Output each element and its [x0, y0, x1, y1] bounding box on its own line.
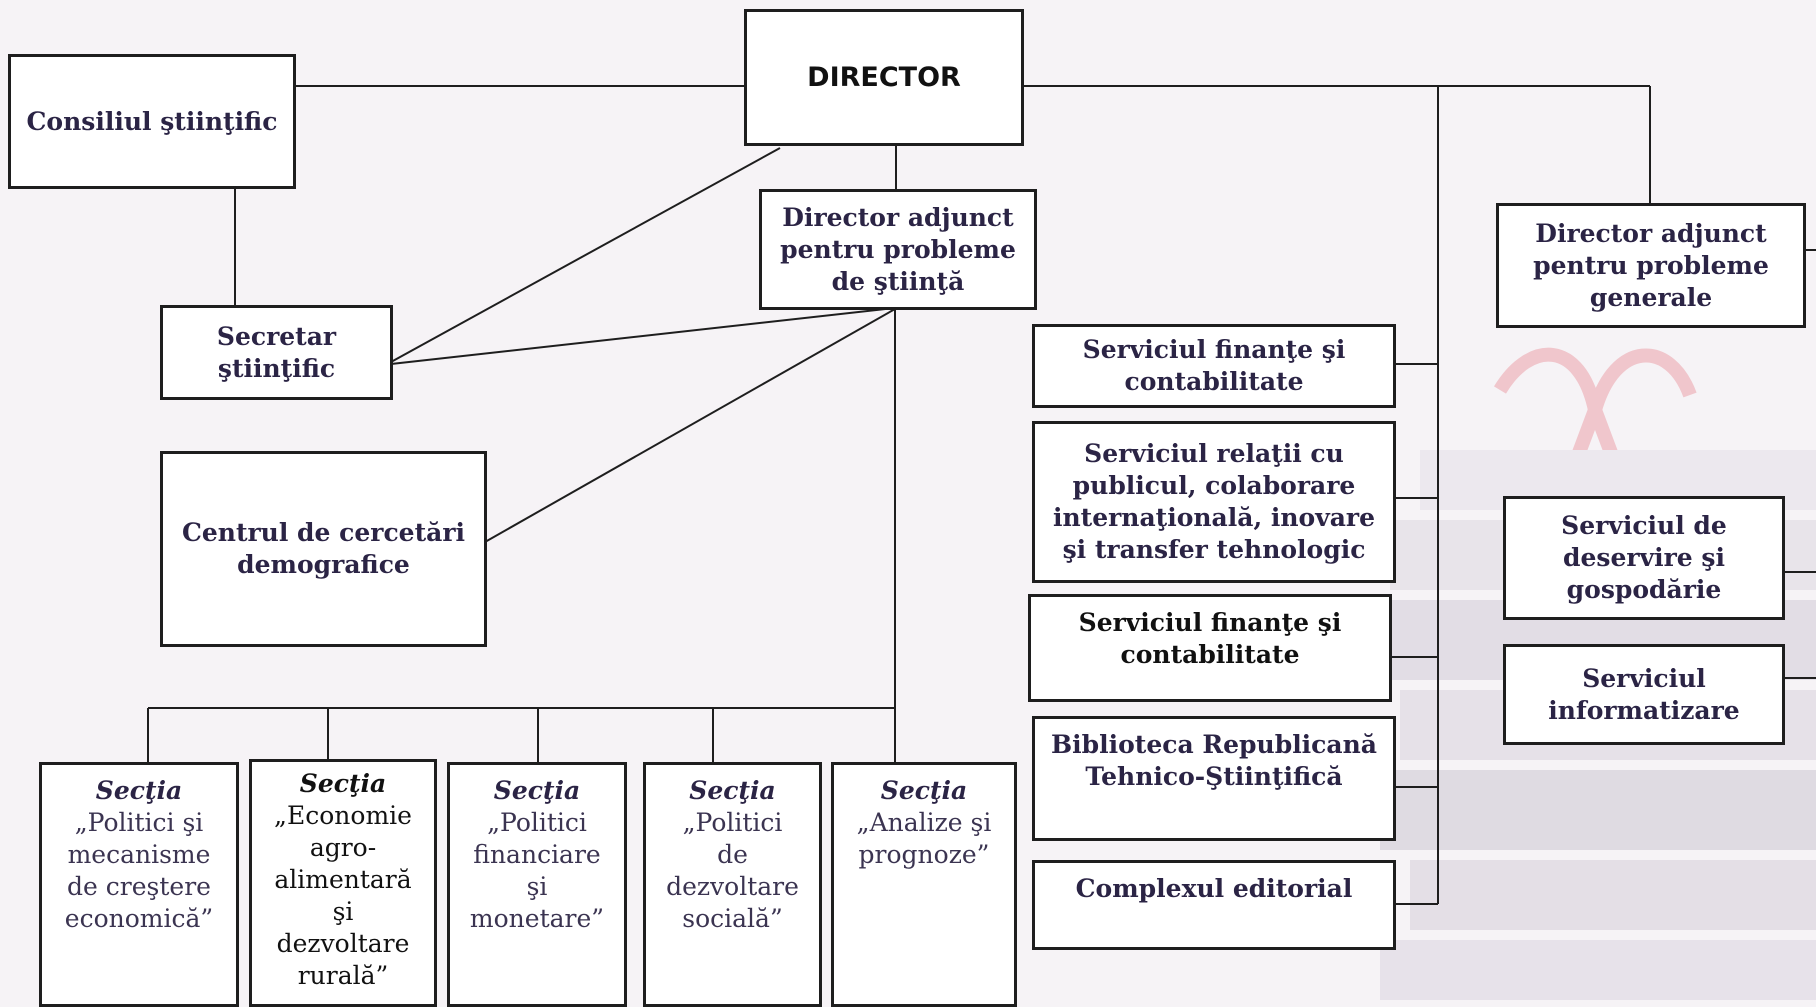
s3-line-1: Serviciul finanţe şi [1078, 608, 1342, 637]
serviciul-finante-box-1: Serviciul finanţe şi contabilitate [1032, 324, 1396, 408]
secretar-stiintific-box: Secretar ştiinţific [160, 305, 393, 400]
sectia-4-line-3: dezvoltare [666, 872, 799, 901]
sectia-box-3: Secţia „Politici financiare şi monetare” [447, 762, 627, 1007]
centrul-cercetari-box: Centrul de cercetări demografice [160, 451, 487, 647]
consiliul-stiintific-label: Consiliul ştiinţific [26, 106, 278, 136]
s2-line-1: Serviciul relaţii cu [1084, 439, 1344, 468]
director-adjunct-generale-box: Director adjunct pentru probleme general… [1496, 203, 1806, 328]
s1-line-2: contabilitate [1124, 367, 1304, 396]
sectia-4-title: Secţia [689, 776, 776, 805]
r1-line-1: Serviciul de [1561, 511, 1727, 540]
serviciul-informatizare-box: Serviciul informatizare [1503, 644, 1785, 745]
sectia-2-line-2: agro- [309, 833, 377, 862]
adj-stiinta-line-3: de ştiinţă [831, 266, 965, 296]
adj-stiinta-line-1: Director adjunct [782, 202, 1014, 232]
sectia-5-line-1: „Analize şi [856, 808, 992, 837]
sectia-4-line-4: socială” [682, 904, 783, 933]
r2-line-2: informatizare [1548, 695, 1740, 725]
secretar-line-1: Secretar [216, 321, 337, 351]
s5-label: Complexul editorial [1075, 874, 1353, 903]
r1-line-2: deservire şi [1563, 543, 1725, 572]
sectia-1-title: Secţia [95, 776, 183, 805]
s2-line-4: şi transfer tehnologic [1062, 535, 1366, 564]
sectia-2-line-1: „Economie [274, 801, 412, 830]
sectia-5-line-2: prognoze” [858, 840, 990, 869]
s3-line-2: contabilitate [1120, 640, 1300, 669]
sectia-2-line-6: rurală” [297, 961, 389, 990]
adj-generale-line-1: Director adjunct [1535, 218, 1767, 248]
centrul-line-2: demografice [237, 550, 410, 579]
serviciul-finante-box-2: Serviciul finanţe şi contabilitate [1028, 594, 1392, 702]
s1-line-1: Serviciul finanţe şi [1082, 335, 1346, 364]
sectia-2-line-3: alimentară [274, 865, 412, 894]
biblioteca-box: Biblioteca Republicană Tehnico-Ştiinţifi… [1032, 716, 1396, 841]
sectia-box-1: Secţia „Politici şi mecanisme de creşter… [39, 762, 239, 1007]
sectia-2-title: Secţia [299, 769, 387, 798]
centrul-line-1: Centrul de cercetări [181, 518, 465, 547]
sectia-4-line-1: „Politici [682, 808, 783, 837]
director-adjunct-stiinta-box: Director adjunct pentru probleme de ştii… [759, 189, 1037, 310]
complexul-editorial-box: Complexul editorial [1032, 860, 1396, 950]
adj-generale-line-2: pentru probleme [1533, 250, 1769, 280]
sectia-3-line-1: „Politici [487, 808, 587, 837]
sectia-5-title: Secţia [880, 776, 968, 805]
director-label: DIRECTOR [807, 62, 961, 93]
secretar-line-2: ştiinţific [217, 353, 336, 383]
sectia-box-4: Secţia „Politici de dezvoltare socială” [643, 762, 822, 1007]
sectia-1-line-1: „Politici şi [74, 808, 204, 837]
director-box: DIRECTOR [744, 9, 1024, 146]
sectia-3-line-2: financiare [473, 840, 601, 869]
sectia-box-2: Secţia „Economie agro- alimentară şi dez… [249, 759, 437, 1007]
adj-generale-line-3: generale [1589, 282, 1713, 312]
serviciul-deservire-box: Serviciul de deservire şi gospodărie [1503, 496, 1785, 620]
sectia-4-line-2: de [717, 840, 748, 869]
sectia-3-title: Secţia [493, 776, 581, 805]
serviciul-relatii-box: Serviciul relaţii cu publicul, colaborar… [1032, 421, 1396, 583]
s2-line-2: publicul, colaborare [1072, 471, 1356, 500]
s2-line-3: internaţională, inovare [1052, 503, 1376, 532]
sectia-box-5: Secţia „Analize şi prognoze” [831, 762, 1017, 1007]
sectia-1-line-4: economică” [64, 904, 214, 933]
sectia-3-line-3: şi [526, 872, 548, 901]
adj-stiinta-line-2: pentru probleme [780, 234, 1016, 264]
r2-line-1: Serviciul [1582, 663, 1706, 693]
r1-line-3: gospodărie [1566, 575, 1722, 604]
sectia-2-line-5: dezvoltare [276, 929, 410, 958]
s4-line-2: Tehnico-Ştiinţifică [1085, 762, 1343, 791]
s4-line-1: Biblioteca Republicană [1051, 730, 1377, 759]
sectia-1-line-2: mecanisme [67, 840, 211, 869]
consiliul-stiintific-box: Consiliul ştiinţific [8, 54, 296, 189]
sectia-3-line-4: monetare” [469, 904, 605, 933]
sectia-2-line-4: şi [332, 897, 354, 926]
sectia-1-line-3: de creştere [67, 872, 211, 901]
